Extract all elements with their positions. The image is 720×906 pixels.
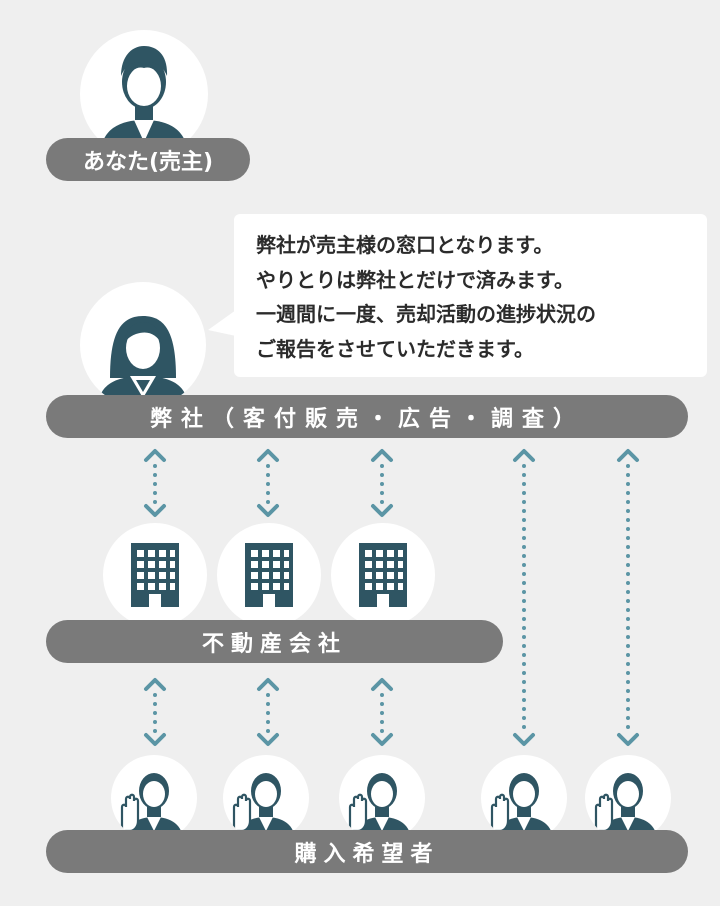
office-building-icon bbox=[131, 543, 179, 607]
seller-label: あなた(売主) bbox=[46, 138, 250, 181]
buyer-2 bbox=[223, 755, 309, 841]
company-staff-avatar bbox=[80, 282, 206, 408]
agency-3 bbox=[331, 523, 435, 627]
agencies-label-text: 不動産会社 bbox=[201, 631, 347, 657]
agencies-label: 不動産会社 bbox=[46, 620, 503, 663]
message-line-4: ご報告をさせていただきます。 bbox=[256, 336, 534, 361]
buyer-4 bbox=[481, 755, 567, 841]
buyers-label-text: 購入希望者 bbox=[294, 841, 440, 867]
dotted-double-arrow-icon bbox=[144, 678, 166, 746]
raised-hand-man-icon bbox=[232, 773, 295, 841]
agency-2 bbox=[217, 523, 321, 627]
dotted-double-arrow-icon bbox=[371, 449, 393, 517]
office-building-icon bbox=[359, 543, 407, 607]
woman-staff-icon bbox=[98, 316, 188, 408]
company-label-text: 弊社（客付販売・広告・調査） bbox=[149, 406, 584, 432]
raised-hand-man-icon bbox=[490, 773, 553, 841]
message-line-1: 弊社が売主様の窓口となります。 bbox=[256, 233, 554, 257]
raised-hand-man-icon bbox=[348, 773, 411, 841]
message-line-2: やりとりは弊社とだけで済みます。 bbox=[256, 267, 574, 292]
message-line-3: 一週間に一度、売却活動の進捗状況の bbox=[256, 302, 596, 326]
buyer-1 bbox=[111, 755, 197, 841]
buyer-3 bbox=[339, 755, 425, 841]
dotted-double-arrow-icon bbox=[257, 449, 279, 517]
raised-hand-man-icon bbox=[594, 773, 657, 841]
dotted-double-arrow-icon bbox=[617, 449, 639, 746]
seller-avatar bbox=[80, 30, 208, 158]
seller-label-text: あなた(売主) bbox=[82, 149, 214, 175]
bubble-tail bbox=[208, 310, 236, 336]
buyers-label: 購入希望者 bbox=[46, 830, 688, 873]
company-label: 弊社（客付販売・広告・調査） bbox=[46, 395, 688, 438]
dotted-double-arrow-icon bbox=[513, 449, 535, 746]
agency-1 bbox=[103, 523, 207, 627]
dotted-double-arrow-icon bbox=[257, 678, 279, 746]
dotted-double-arrow-icon bbox=[144, 449, 166, 517]
office-building-icon bbox=[245, 543, 293, 607]
company-message-bubble: 弊社が売主様の窓口となります。 やりとりは弊社とだけで済みます。 一週間に一度、… bbox=[234, 214, 707, 377]
raised-hand-man-icon bbox=[120, 773, 183, 841]
dotted-double-arrow-icon bbox=[371, 678, 393, 746]
buyer-5 bbox=[585, 755, 671, 841]
